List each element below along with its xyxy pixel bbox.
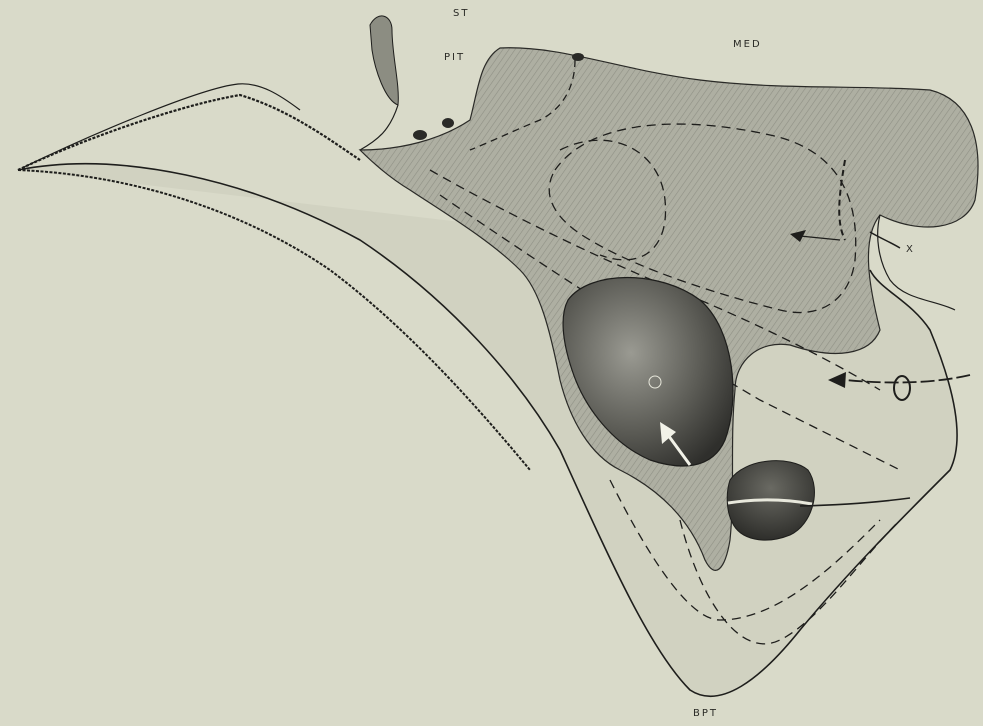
label-x: X bbox=[906, 244, 915, 255]
foramen-3 bbox=[572, 53, 584, 61]
rostrum-line bbox=[18, 95, 360, 170]
foramen-1 bbox=[413, 130, 427, 140]
label-pit: PIT bbox=[444, 52, 465, 63]
label-med: MED bbox=[733, 39, 762, 50]
stalk-connector bbox=[360, 105, 398, 150]
rostrum-upper-edge bbox=[22, 84, 300, 168]
label-st: ST bbox=[453, 8, 469, 19]
x-pointer-line bbox=[870, 232, 900, 248]
label-bpt: BPT bbox=[693, 708, 718, 719]
stalk-shape bbox=[370, 16, 398, 105]
foramen-2 bbox=[442, 118, 454, 128]
